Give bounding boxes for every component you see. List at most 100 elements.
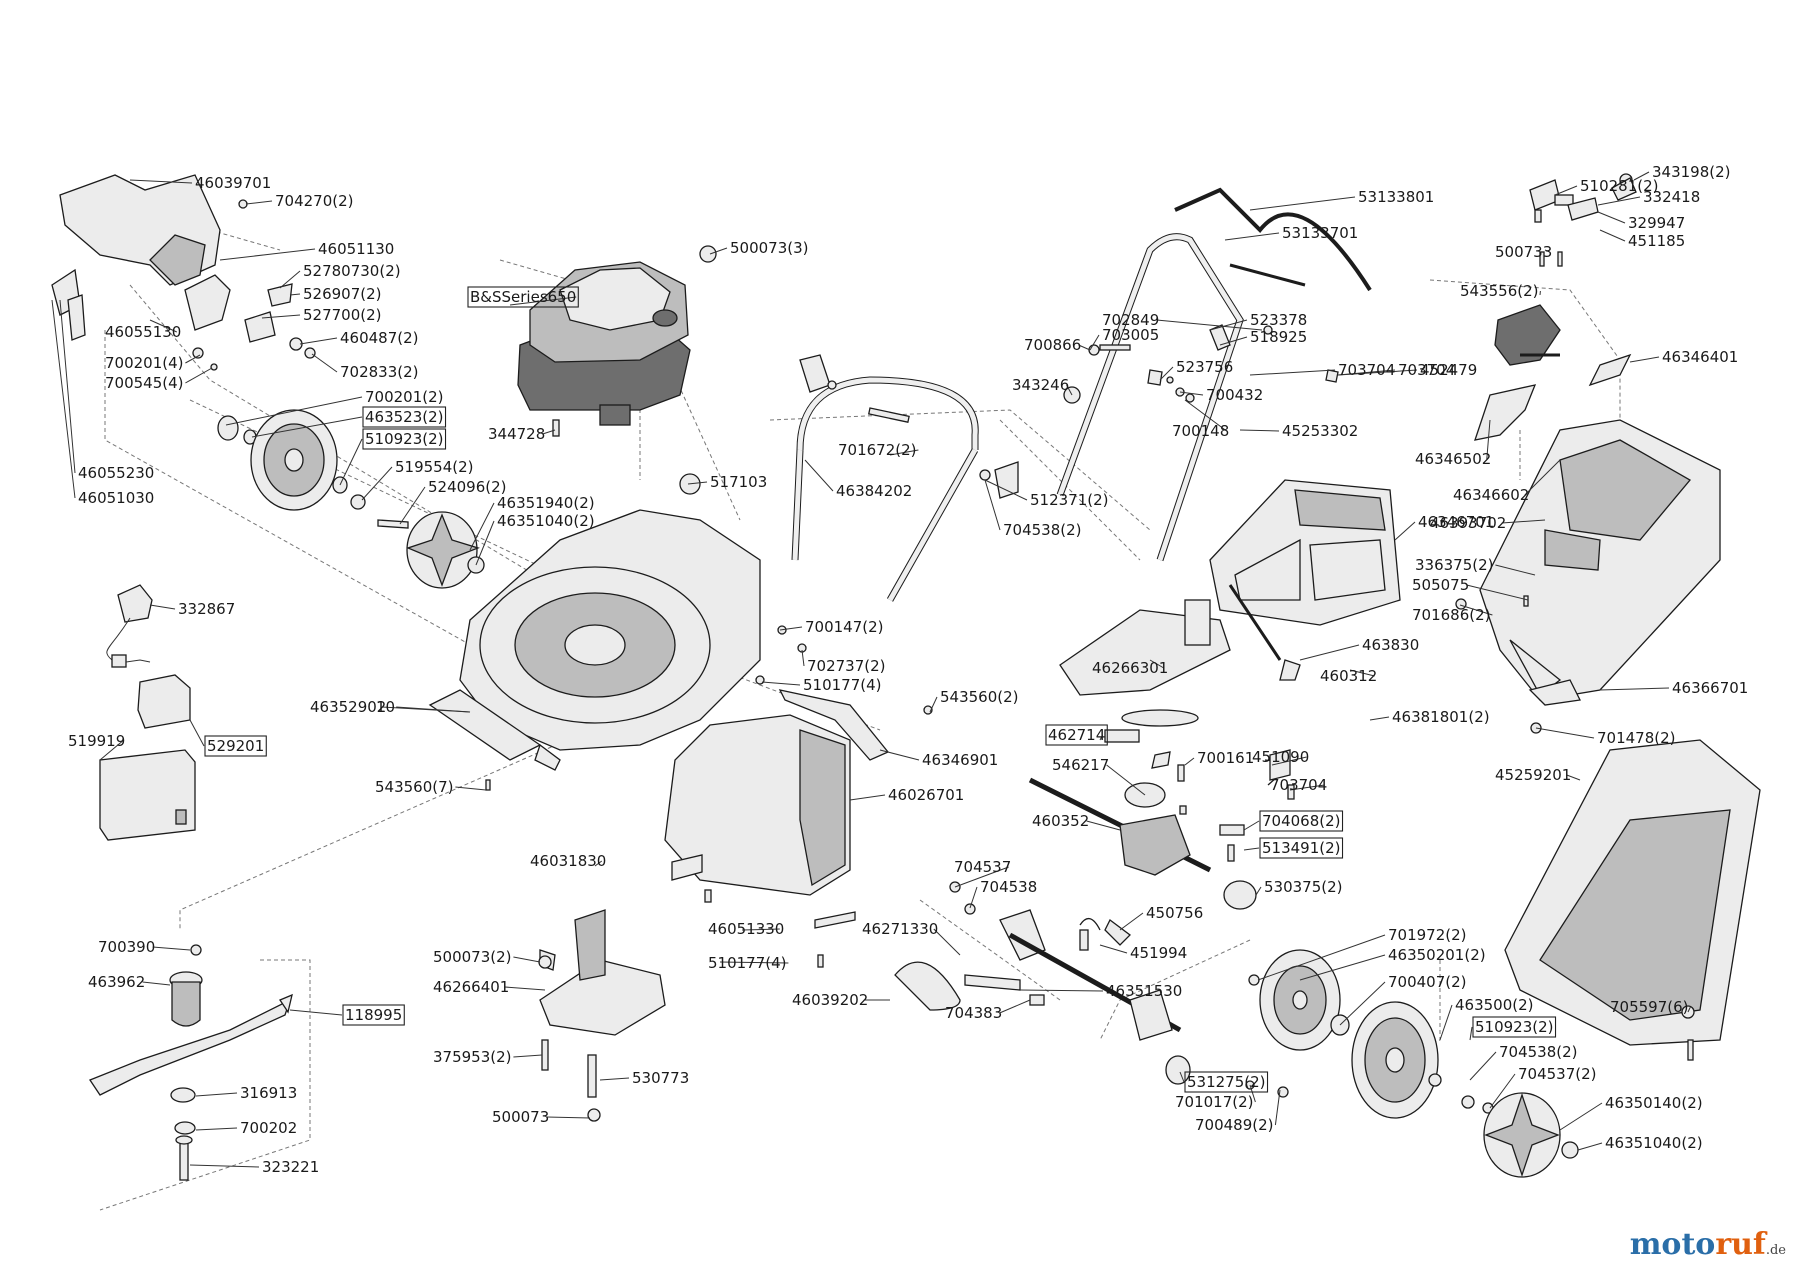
leader-line bbox=[1219, 336, 1248, 346]
part-label: 332867 bbox=[178, 600, 235, 618]
part-label: 700148 bbox=[1172, 422, 1229, 440]
leader-line bbox=[879, 749, 920, 761]
leader-line bbox=[687, 481, 708, 485]
part-label: 704068(2) bbox=[1262, 812, 1341, 830]
part-label: 46055130 bbox=[105, 323, 181, 341]
leader-line bbox=[1179, 1071, 1185, 1083]
leader-line bbox=[1559, 1102, 1603, 1131]
part-label: 700432 bbox=[1206, 386, 1263, 404]
part-label: 500733 bbox=[1495, 243, 1552, 261]
leader-line bbox=[1159, 366, 1174, 381]
leader-line bbox=[542, 429, 556, 435]
part-label: 46350201(2) bbox=[1388, 946, 1486, 964]
part-label: 703005 bbox=[1102, 326, 1159, 344]
leader-line bbox=[469, 502, 495, 551]
leader-line bbox=[1271, 756, 1307, 766]
leader-line bbox=[1099, 734, 1104, 741]
part-label: 523756 bbox=[1176, 358, 1233, 376]
part-label: 450756 bbox=[1146, 904, 1203, 922]
part-label: 704383 bbox=[945, 1004, 1002, 1022]
part-label: 46350140(2) bbox=[1605, 1094, 1703, 1112]
leader-line bbox=[219, 248, 316, 261]
part-label: 45253302 bbox=[1282, 422, 1358, 440]
part-label: 46346602 bbox=[1453, 486, 1529, 504]
leader-line bbox=[1184, 399, 1227, 432]
part-label: 46346502 bbox=[1415, 450, 1491, 468]
label-box bbox=[342, 1004, 405, 1026]
leader-line bbox=[933, 928, 961, 956]
leader-line bbox=[1469, 1026, 1473, 1041]
part-label: 46381801(2) bbox=[1392, 708, 1490, 726]
part-label: 704537 bbox=[954, 858, 1011, 876]
part-label: 46051130 bbox=[318, 240, 394, 258]
part-label: 460352 bbox=[1032, 812, 1089, 830]
part-label: 460487(2) bbox=[340, 329, 419, 347]
part-label: 500073 bbox=[492, 1108, 549, 1126]
part-label: 500073(2) bbox=[433, 948, 512, 966]
part-label: 46031830 bbox=[530, 852, 606, 870]
part-label: 705597(6) bbox=[1610, 998, 1689, 1016]
deflector bbox=[538, 909, 666, 1122]
part-label: 53133701 bbox=[1282, 224, 1358, 242]
part-label: 700545(4) bbox=[105, 374, 184, 392]
front-wheel-inner bbox=[1259, 949, 1350, 1051]
leader-line bbox=[152, 946, 191, 951]
leader-line bbox=[149, 604, 176, 610]
part-label: 463962 bbox=[88, 973, 145, 991]
part-label: 529201 bbox=[207, 737, 264, 755]
part-label: 46393702 bbox=[1430, 514, 1506, 532]
leader-line bbox=[1089, 334, 1100, 351]
label-box bbox=[204, 735, 267, 757]
part-label: 463523(2) bbox=[365, 408, 444, 426]
part-label: 46384202 bbox=[836, 482, 912, 500]
leader-line bbox=[1086, 820, 1121, 831]
part-label: 500073(3) bbox=[730, 239, 809, 257]
leader-line bbox=[361, 466, 393, 501]
label-box bbox=[362, 428, 447, 450]
leader-line bbox=[999, 999, 1031, 1014]
part-label: 702833(2) bbox=[340, 363, 419, 381]
leader-line bbox=[279, 270, 301, 289]
part-label: 46351940(2) bbox=[497, 494, 595, 512]
leader-line bbox=[1249, 196, 1356, 211]
label-box bbox=[1045, 724, 1108, 746]
part-label: 704537(2) bbox=[1518, 1065, 1597, 1083]
leader-line bbox=[1597, 211, 1626, 224]
part-label: 700489(2) bbox=[1195, 1116, 1274, 1134]
part-label: 530773 bbox=[632, 1069, 689, 1087]
leader-line bbox=[1209, 319, 1248, 331]
leader-line bbox=[984, 479, 1001, 531]
part-label: 46266301 bbox=[1092, 659, 1168, 677]
part-label: 46346701 bbox=[1418, 513, 1494, 531]
part-label: 505075 bbox=[1412, 576, 1469, 594]
leader-line bbox=[1149, 659, 1165, 669]
leader-line bbox=[804, 459, 834, 492]
leader-line bbox=[396, 706, 471, 713]
part-label: 701972(2) bbox=[1388, 926, 1467, 944]
part-label: 519554(2) bbox=[395, 458, 474, 476]
leader-line bbox=[1066, 384, 1073, 396]
part-label: 462714 bbox=[1048, 726, 1105, 744]
part-label: 510177(4) bbox=[708, 954, 787, 972]
part-label: 336375(2) bbox=[1415, 556, 1494, 574]
leader-line bbox=[1156, 319, 1263, 331]
brand-logo: motoruf.de bbox=[1630, 1227, 1786, 1262]
leader-line bbox=[1019, 989, 1104, 992]
cover-plate bbox=[1059, 599, 1231, 696]
leader-line bbox=[1184, 757, 1195, 766]
leader-line bbox=[709, 247, 728, 255]
part-label: 46351530 bbox=[1106, 982, 1182, 1000]
part-label: B&SSeries650 bbox=[470, 288, 576, 306]
leader-line bbox=[779, 626, 803, 631]
leader-line bbox=[299, 337, 338, 345]
part-label: 510923(2) bbox=[1475, 1018, 1554, 1036]
leader-line bbox=[509, 296, 577, 306]
grass-box-cover bbox=[1209, 479, 1401, 626]
part-label: 46351040(2) bbox=[1605, 1134, 1703, 1152]
part-label: 10 bbox=[376, 698, 395, 716]
part-label: 452479 bbox=[1420, 361, 1477, 379]
leader-line bbox=[889, 449, 919, 456]
leader-line bbox=[1501, 519, 1546, 524]
part-label: 523378 bbox=[1250, 311, 1307, 329]
part-label: 460312 bbox=[1320, 667, 1377, 685]
